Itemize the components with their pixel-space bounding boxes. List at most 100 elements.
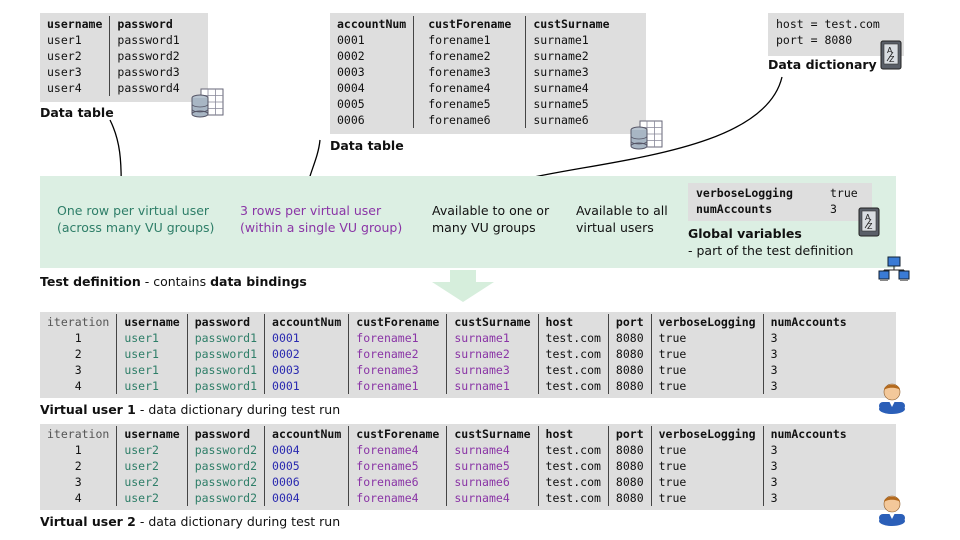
table-cell: user1 (116, 378, 188, 394)
table-cell: 3 (762, 474, 854, 490)
header-cell: username (116, 426, 188, 442)
table-cell: true (650, 346, 764, 362)
table-cell: true (650, 330, 764, 346)
data-table-2-caption: Data table (330, 138, 404, 153)
table-cell: test.com (537, 474, 609, 490)
user-icon (878, 492, 906, 526)
table-cell: 3 (762, 378, 854, 394)
table-cell: password2 (109, 48, 187, 64)
table-cell: password2 (186, 490, 265, 506)
table-cell: surname4 (446, 442, 539, 458)
table-cell: 0005 (337, 97, 365, 111)
note-available-all: Available to all virtual users (576, 203, 668, 235)
header-cell: custForename (348, 426, 447, 442)
table-cell: test.com (537, 458, 609, 474)
table-cell: 4 (74, 491, 82, 505)
table-cell: password1 (186, 330, 265, 346)
table-cell: password1 (109, 32, 187, 48)
table-cell: surname5 (446, 458, 539, 474)
table-cell: 8080 (607, 458, 652, 474)
svg-text:A: A (887, 46, 893, 55)
table-cell: forename4 (348, 490, 447, 506)
header-cell: accountNum (264, 314, 349, 330)
header-cell: custSurname (446, 314, 539, 330)
header-cell: iteration (47, 315, 110, 329)
header-cell: verboseLogging (650, 426, 764, 442)
header-cell: password (186, 314, 265, 330)
table-cell: 0006 (337, 113, 365, 127)
global-var-name: verboseLogging (696, 186, 793, 200)
header-cell: username (47, 17, 103, 31)
table-cell: surname4 (525, 80, 617, 96)
table-cell: 8080 (607, 442, 652, 458)
table-cell: user2 (47, 49, 82, 63)
table-cell: forename2 (413, 48, 526, 64)
dictionary-line: host = test.com (776, 17, 880, 31)
table-cell: surname2 (446, 346, 539, 362)
table-cell: user3 (47, 65, 82, 79)
header-cell: numAccounts (762, 426, 854, 442)
table-cell: 4 (74, 379, 82, 393)
svg-text:A: A (865, 213, 871, 222)
table-cell: 3 (762, 346, 854, 362)
virtual-user-1-caption: Virtual user 1 - data dictionary during … (40, 402, 341, 417)
data-dictionary-caption: Data dictionary (768, 57, 877, 72)
svg-text:Z: Z (889, 55, 895, 64)
table-cell: password2 (186, 458, 265, 474)
note-one-row: One row per virtual user (across many VU… (57, 203, 215, 235)
table-cell: password3 (109, 64, 187, 80)
table-cell: 3 (762, 362, 854, 378)
note-three-rows: 3 rows per virtual user (within a single… (240, 203, 403, 235)
table-cell: 8080 (607, 490, 652, 506)
table-cell: 1 (74, 331, 82, 345)
header-cell: custForename (348, 314, 447, 330)
table-cell: 0002 (264, 346, 349, 362)
table-cell: forename4 (413, 80, 526, 96)
header-cell: iteration (47, 427, 110, 441)
table-cell: 3 (762, 442, 854, 458)
header-cell: port (607, 426, 652, 442)
table-cell: user2 (116, 442, 188, 458)
table-cell: 2 (74, 347, 82, 361)
table-cell: 0005 (264, 458, 349, 474)
table-cell: user2 (116, 474, 188, 490)
table-cell: surname6 (446, 474, 539, 490)
table-cell: true (650, 362, 764, 378)
test-definition-caption: Test definition - contains data bindings (40, 274, 307, 289)
table-cell: 8080 (607, 346, 652, 362)
table-cell: 2 (74, 459, 82, 473)
table-cell: 0001 (264, 330, 349, 346)
table-cell: forename2 (348, 346, 447, 362)
table-cell: user1 (116, 330, 188, 346)
table-cell: password1 (186, 362, 265, 378)
table-header-row: username password (40, 16, 187, 32)
table-cell: 3 (762, 330, 854, 346)
table-cell: forename6 (348, 474, 447, 490)
table-cell: user1 (116, 362, 188, 378)
network-icon (878, 256, 910, 284)
table-cell: 0004 (264, 442, 349, 458)
table-cell: password1 (186, 346, 265, 362)
global-variables-table: verboseLogging true numAccounts 3 (688, 183, 872, 221)
table-cell: surname6 (525, 112, 617, 128)
header-cell: custSurname (446, 426, 539, 442)
table-cell: 8080 (607, 362, 652, 378)
table-cell: surname5 (525, 96, 617, 112)
header-cell: host (537, 426, 609, 442)
data-table-1-caption: Data table (40, 105, 114, 120)
header-cell: accountNum (337, 17, 407, 31)
table-cell: forename1 (348, 330, 447, 346)
